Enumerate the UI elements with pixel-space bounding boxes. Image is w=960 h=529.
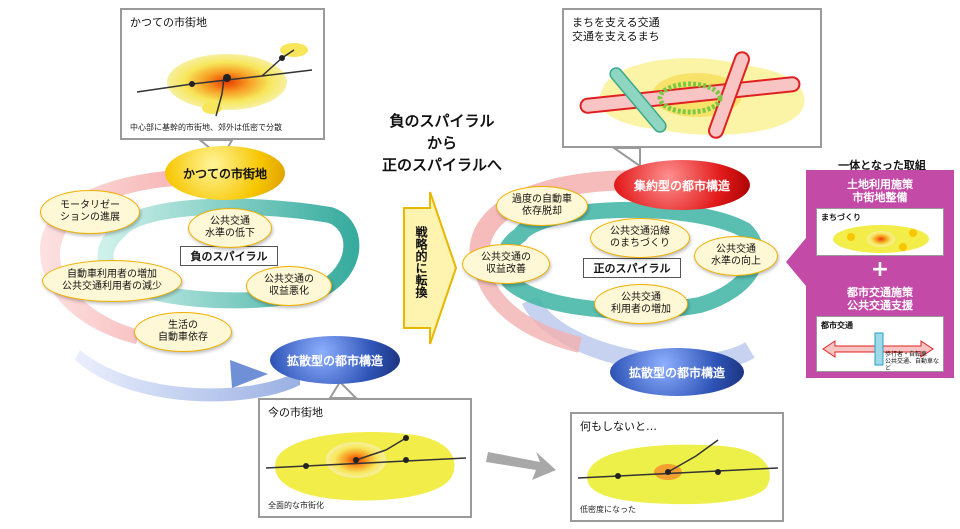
land-use-measures-label: 土地利用施策 市街地整備	[847, 178, 913, 204]
future-city-panel: 何もしないと… 低密度になった	[570, 412, 784, 522]
past-city-caption: 中心部に基幹的市街地、郊外は低密で分散	[130, 123, 282, 132]
positive-item-transit-level-up: 公共交通 水準の向上	[694, 236, 778, 276]
past-city-orb: かつての市街地	[165, 146, 285, 200]
strategy-arrow	[403, 191, 458, 345]
negative-spiral-label: 負のスパイラル	[180, 246, 278, 266]
current-city-caption: 全面的な市街化	[268, 501, 324, 510]
side-panel-title: 一体となった取組	[838, 159, 926, 172]
urban-transport-mini-label: 都市交通	[821, 321, 853, 330]
town-planning-mini-label: まちづくり	[821, 213, 861, 222]
plus-sign: +	[870, 257, 890, 282]
headline-line2: から	[426, 134, 457, 152]
positive-item-transit-users-increase: 公共交通 利用者の増加	[594, 284, 688, 324]
negative-item-car-dependence: 生活の 自動車依存	[134, 312, 232, 352]
negative-item-transit-level-drop: 公共交通 水準の低下	[188, 208, 272, 248]
sprawl-structure-orb-right: 拡散型の都市構造	[610, 348, 744, 396]
negative-item-motorization: モータリゼー ションの進展	[40, 190, 140, 234]
future-city-caption: 低密度になった	[580, 505, 636, 514]
positive-item-revenue-improvement: 公共交通の 収益改善	[462, 244, 550, 284]
town-planning-mini-map	[833, 225, 929, 253]
strategy-label: 戦略的に転換	[414, 226, 428, 298]
sprawl-structure-orb-left: 拡散型の都市構造	[270, 336, 400, 384]
positive-spiral-label: 正のスパイラル	[583, 258, 681, 278]
future-city-title: 何もしないと…	[580, 420, 657, 433]
urban-transport-mini: 都市交通 歩行者・自転車 公共交通、自動車など	[816, 316, 944, 372]
past-city-panel: かつての市街地 中心部に基幹的市街地、郊外は低密で分散	[120, 8, 325, 140]
current-city-title: 今の市街地	[268, 406, 323, 419]
past-city-title: かつての市街地	[130, 16, 207, 29]
past-city-map	[136, 43, 313, 117]
compact-city-map	[579, 51, 805, 139]
positive-item-transit-corridor-development: 公共交通沿線 のまちづくり	[590, 218, 690, 258]
negative-item-revenue-decline: 公共交通の 収益悪化	[246, 266, 332, 306]
headline-line3: 正のスパイラルへ	[381, 156, 502, 174]
negative-item-car-users-increase: 自動車利用者の増加 公共交通利用者の減少	[42, 260, 182, 302]
integrated-measures-panel: 土地利用施策 市街地整備 まちづくり + 都市交通施策 公共交通支援 都市交通 …	[806, 170, 954, 378]
compact-city-title: まちを支える交通 交通を支えるまち	[572, 16, 660, 43]
gray-progress-arrow	[486, 452, 556, 480]
current-city-map	[266, 431, 466, 501]
town-planning-mini: まちづくり	[816, 208, 944, 256]
compact-structure-orb: 集約型の都市構造	[614, 160, 750, 210]
urban-transport-mini-note: 歩行者・自転車 公共交通、自動車など	[885, 351, 940, 372]
positive-item-reduce-car-dependence: 過度の自動車 依存脱却	[496, 186, 588, 226]
urban-transport-mini-map	[822, 332, 934, 366]
future-city-map	[578, 439, 778, 505]
compact-city-panel: まちを支える交通 交通を支えるまち	[562, 8, 822, 148]
current-city-panel: 今の市街地 全面的な市街化	[258, 398, 472, 518]
urban-transport-measures-label: 都市交通施策 公共交通支援	[847, 286, 913, 312]
headline: 負のスパイラル から 正のスパイラルへ	[352, 110, 532, 176]
headline-line1: 負のスパイラル	[389, 112, 495, 130]
